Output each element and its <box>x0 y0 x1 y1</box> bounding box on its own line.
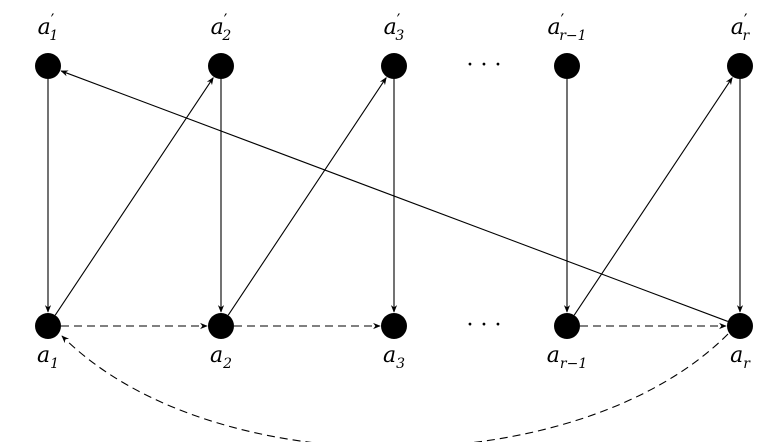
edge-bottom3-to-top4 <box>573 77 733 316</box>
top-node-3 <box>554 53 580 79</box>
bottom-node-label-0: a1 <box>37 343 59 372</box>
top-node-label-2: a′3 <box>384 10 405 44</box>
top-node-1 <box>208 53 234 79</box>
top-node-label-0: a′1 <box>38 10 59 44</box>
bottom-ellipsis: · · · <box>467 313 502 338</box>
top-node-label-4: a′r <box>731 10 751 44</box>
top-node-label-3: a′r−1 <box>547 10 586 44</box>
edge-bottom1-to-top2 <box>227 77 387 316</box>
bottom-node-4 <box>727 313 753 339</box>
bottom-node-0 <box>35 313 61 339</box>
bottom-node-1 <box>208 313 234 339</box>
edges-layer <box>44 70 744 442</box>
labels-layer: a′1 a′2 a′3 a′r−1 a′r a1 a2 a3 ar−1 ar <box>37 10 751 372</box>
edge-bottom4-to-bottom0 <box>61 333 729 442</box>
edge-bottom0-to-top1 <box>54 77 214 316</box>
bottom-node-label-2: a3 <box>383 343 405 372</box>
bottom-node-2 <box>381 313 407 339</box>
top-node-0 <box>35 53 61 79</box>
top-node-2 <box>381 53 407 79</box>
edge-bottom4-to-top0 <box>60 70 729 322</box>
bottom-node-3 <box>554 313 580 339</box>
top-node-label-1: a′2 <box>211 10 232 44</box>
nodes-layer <box>35 53 753 339</box>
bottom-node-label-4: ar <box>730 343 751 372</box>
bottom-node-label-3: ar−1 <box>547 343 587 372</box>
top-node-4 <box>727 53 753 79</box>
bottom-node-label-1: a2 <box>210 343 232 372</box>
top-ellipsis: · · · <box>467 53 502 78</box>
